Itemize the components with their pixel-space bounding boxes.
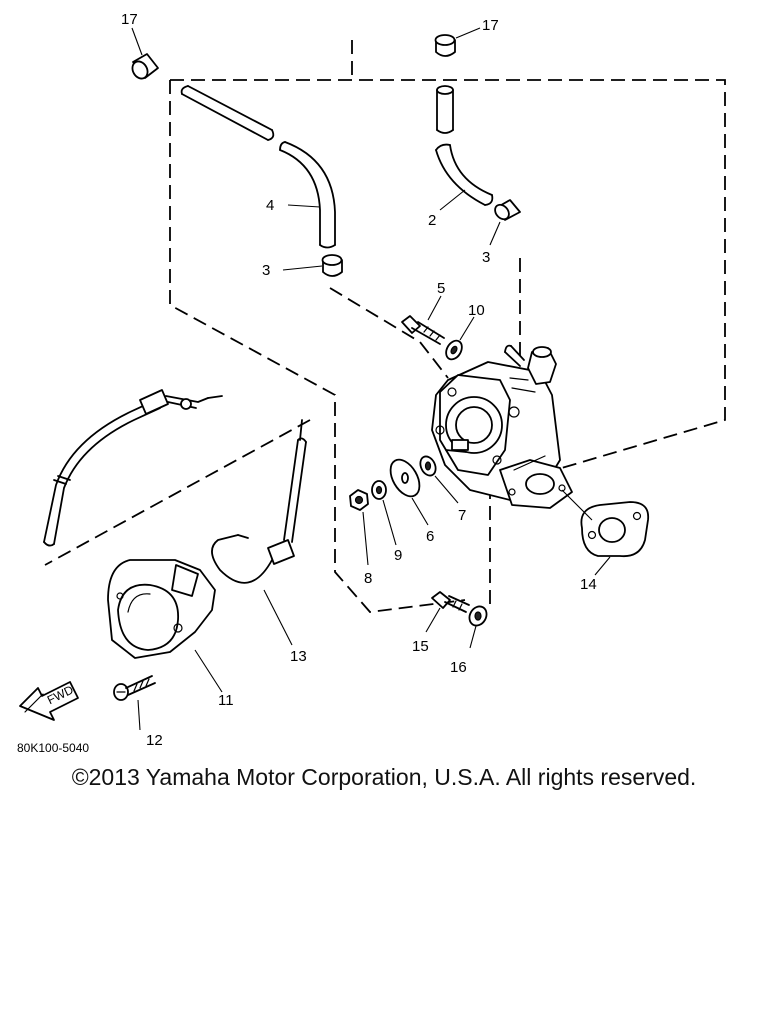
- callout-13: 13: [290, 648, 307, 665]
- part-3-clamp-left: [282, 254, 343, 277]
- callout-10: 10: [468, 302, 485, 319]
- part-13-pump-cable: [211, 419, 307, 646]
- part-17-cap-right: [434, 27, 481, 57]
- callout-12: 12: [146, 732, 163, 749]
- exploded-parts-diagram: 17 17 4 3 2: [17, 11, 726, 755]
- callout-3-left: 3: [262, 262, 270, 279]
- throttle-cable: [43, 389, 223, 547]
- part-5-bolt: [401, 295, 445, 345]
- callout-3-right: 3: [482, 249, 490, 266]
- part-11-cover: [107, 559, 223, 693]
- copyright-notice: ©2013 Yamaha Motor Corporation, U.S.A. A…: [71, 764, 697, 790]
- callout-2: 2: [428, 212, 436, 229]
- part-10-washer: [445, 316, 475, 361]
- callout-7: 7: [458, 507, 466, 524]
- assembly-boundary: [44, 40, 726, 613]
- callout-15: 15: [412, 638, 429, 655]
- part-16-washer: [468, 605, 488, 649]
- fwd-arrow-icon: [19, 681, 79, 721]
- oil-pump-body: [431, 344, 573, 509]
- part-8-nut: [349, 489, 369, 566]
- part-14-gasket: [561, 489, 650, 576]
- callout-6: 6: [426, 528, 434, 545]
- part-15-bolt: [425, 591, 470, 633]
- part-6-plate: [389, 458, 429, 526]
- callout-17-left: 17: [121, 11, 138, 28]
- callout-14: 14: [580, 576, 597, 593]
- callout-4: 4: [266, 197, 274, 214]
- part-17-cap-left: [131, 27, 159, 80]
- part-2-hose: [435, 85, 494, 211]
- callout-17-right: 17: [482, 17, 499, 34]
- callout-9: 9: [394, 547, 402, 564]
- part-4-hose: [180, 85, 336, 249]
- part-3-clamp-right: [489, 199, 521, 246]
- callout-5: 5: [437, 280, 445, 297]
- part-12-screw: [113, 675, 156, 731]
- callout-11: 11: [218, 692, 234, 709]
- part-9-washer: [371, 480, 397, 546]
- callout-8: 8: [364, 570, 372, 587]
- callout-16: 16: [450, 659, 467, 676]
- diagram-code: 80K100-5040: [17, 741, 89, 755]
- part-7-washer: [419, 455, 459, 504]
